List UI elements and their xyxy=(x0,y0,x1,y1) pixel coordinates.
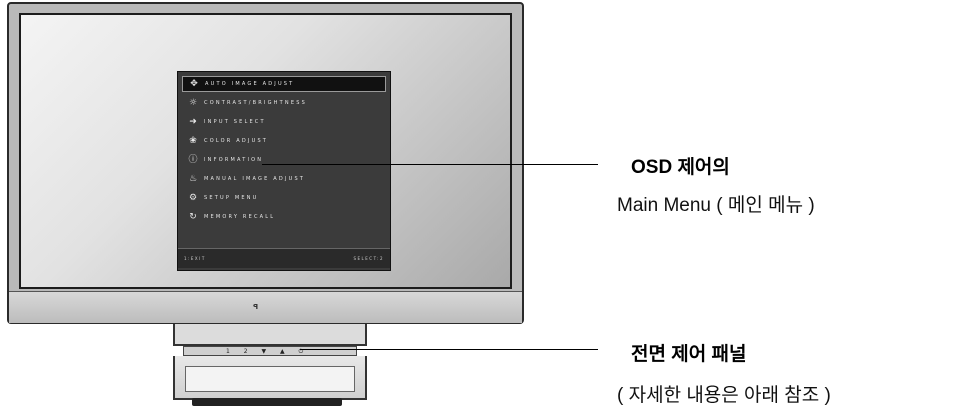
monitor-illustration: ✥ AUTO IMAGE ADJUST ☼ CONTRAST/BRIGHTNESS ➜ I… xyxy=(7,2,524,324)
osd-footer: 1:EXIT SELECT:2 xyxy=(178,248,390,268)
osd-callout-subtitle: Main Menu ( 메인 메뉴 ) xyxy=(617,195,815,216)
front-control-panel: 1 2 ▼ ▲ ⏻ xyxy=(183,346,357,356)
osd-item-color-adjust[interactable]: ❀ COLOR ADJUST xyxy=(182,133,386,149)
osd-item-setup-menu[interactable]: ⚙ SETUP MENU xyxy=(182,190,386,206)
manual-image-adjust-icon: ♨ xyxy=(188,174,198,184)
stand-neck xyxy=(173,324,367,346)
setup-menu-icon: ⚙ xyxy=(188,193,198,203)
osd-item-label: SETUP MENU xyxy=(204,195,259,201)
panel-buttons: 1 2 ▼ ▲ ⏻ xyxy=(226,348,310,355)
auto-adjust-icon: ✥ xyxy=(190,79,198,89)
osd-item-contrast-brightness[interactable]: ☼ CONTRAST/BRIGHTNESS xyxy=(182,95,386,111)
osd-item-information[interactable]: ⓘ INFORMATION xyxy=(182,152,386,168)
osd-footer-select: SELECT:2 xyxy=(353,256,384,261)
panel-callout-subtitle: ( 자세한 내용은 아래 참조 ) xyxy=(617,385,831,406)
osd-item-label: COLOR ADJUST xyxy=(204,138,269,144)
color-adjust-icon: ❀ xyxy=(189,136,197,146)
monitor-screen: ✥ AUTO IMAGE ADJUST ☼ CONTRAST/BRIGHTNESS ➜ I… xyxy=(19,13,512,289)
panel-callout-title: 전면 제어 패널 xyxy=(631,344,747,365)
osd-item-memory-recall[interactable]: ↻ MEMORY RECALL xyxy=(182,209,386,225)
panel-callout-line xyxy=(300,349,598,350)
osd-item-label: INPUT SELECT xyxy=(204,119,266,125)
osd-item-input-select[interactable]: ➜ INPUT SELECT xyxy=(182,114,386,130)
osd-item-label: CONTRAST/BRIGHTNESS xyxy=(204,100,307,106)
brand-logo: ꟼ xyxy=(253,303,259,311)
osd-footer-exit: 1:EXIT xyxy=(184,256,206,261)
memory-recall-icon: ↻ xyxy=(189,212,197,222)
osd-callout-title: OSD 제어의 xyxy=(631,157,730,178)
osd-item-label: MEMORY RECALL xyxy=(204,214,276,220)
osd-item-label: INFORMATION xyxy=(204,157,264,163)
osd-item-auto-image-adjust[interactable]: ✥ AUTO IMAGE ADJUST xyxy=(182,76,386,92)
stand-foot xyxy=(192,398,342,406)
information-icon: ⓘ xyxy=(188,155,198,165)
input-select-icon: ➜ xyxy=(189,117,197,127)
stand-inner xyxy=(185,366,355,392)
monitor-bezel: ꟼ xyxy=(9,291,522,323)
osd-item-label: MANUAL IMAGE ADJUST xyxy=(204,176,306,182)
stand-base xyxy=(173,356,367,400)
osd-item-label: AUTO IMAGE ADJUST xyxy=(205,81,295,87)
contrast-brightness-icon: ☼ xyxy=(188,98,198,108)
osd-main-menu: ✥ AUTO IMAGE ADJUST ☼ CONTRAST/BRIGHTNESS ➜ I… xyxy=(177,71,391,271)
osd-item-manual-image-adjust[interactable]: ♨ MANUAL IMAGE ADJUST xyxy=(182,171,386,187)
osd-callout-line xyxy=(262,164,598,165)
